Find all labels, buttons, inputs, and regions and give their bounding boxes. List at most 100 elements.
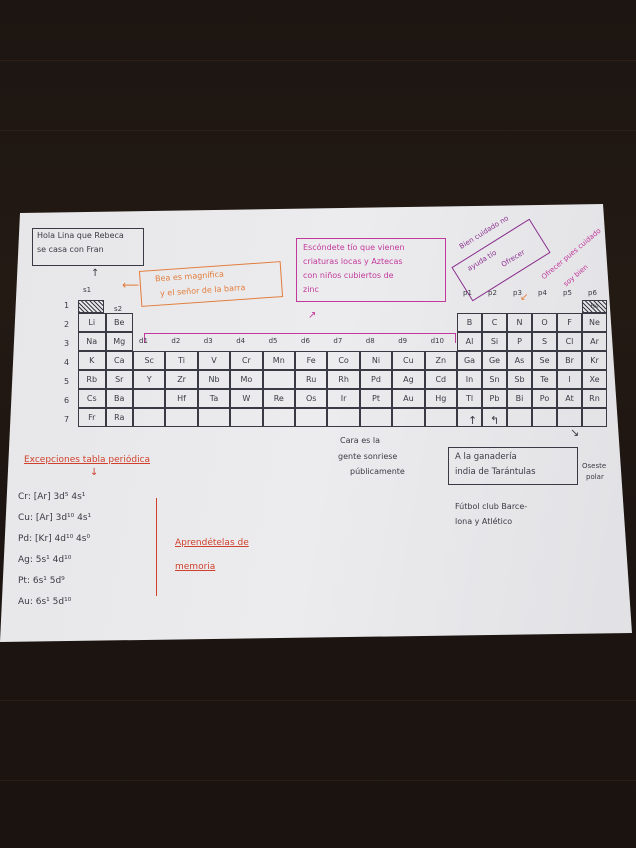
note-lina-line1: Hola Lina que Rebeca <box>37 231 124 240</box>
cell-element: Zn <box>424 351 457 370</box>
arrow-down-right-icon: ↘ <box>570 426 580 439</box>
label-s1: s1 <box>83 286 92 294</box>
d-block-label: d4 <box>236 337 246 345</box>
cell-hydrogen <box>78 300 104 313</box>
cell-element: Ir <box>327 389 360 408</box>
arrow-down-left-icon: ↙ <box>520 292 529 303</box>
cell-empty <box>482 408 507 427</box>
cell-element: S <box>532 332 557 351</box>
cell-element: Ca <box>105 351 133 370</box>
cell-helium: He <box>582 300 607 313</box>
note-ganaderia-line1: A la ganadería <box>455 452 517 462</box>
cell-element: Br <box>557 351 582 370</box>
note-oseste-line2: polar <box>586 473 604 481</box>
exception-item: Ag: 5s¹ 4d¹⁰ <box>18 555 72 565</box>
note-escondete-line1: Escóndete tío que vienen <box>303 243 405 252</box>
note-aprender-line1: Aprendételas de <box>175 538 249 548</box>
cell-element: B <box>457 313 482 332</box>
cell-element <box>262 370 295 389</box>
note-escondete-line3: con niños cubiertos de <box>303 271 394 280</box>
arrow-up-icon: ↑ <box>468 414 478 427</box>
cell-empty <box>532 408 557 427</box>
label-s2: s2 <box>114 305 123 313</box>
cell-empty <box>359 408 393 427</box>
cell-element: Fr <box>78 408 106 427</box>
cell-element: Sb <box>507 370 532 389</box>
cell-empty <box>230 408 263 427</box>
d-block-label: d5 <box>268 337 278 345</box>
cell-element: Sn <box>482 370 507 389</box>
cell-element: I <box>557 370 582 389</box>
cell-element: Y <box>133 370 166 389</box>
cell-element: Te <box>532 370 557 389</box>
cell-element: Rn <box>582 389 607 408</box>
period-number: 7 <box>64 415 70 424</box>
cell-element: At <box>557 389 582 408</box>
cell-empty <box>392 408 425 427</box>
cell-element: Os <box>295 389 328 408</box>
cell-element: N <box>507 313 532 332</box>
note-escondete-line4: zinc <box>303 285 319 294</box>
cell-element: Hg <box>424 389 457 408</box>
cell-element: Ge <box>482 351 507 370</box>
cell-element: V <box>197 351 231 370</box>
p-block-label: p5 <box>563 289 572 297</box>
cell-element: Cu <box>392 351 425 370</box>
cell-element: Zr <box>165 370 198 389</box>
p-block-label: p3 <box>513 289 522 297</box>
note-ganaderia-box <box>448 447 578 485</box>
exceptions-bracket <box>156 498 164 596</box>
cell-empty <box>507 408 532 427</box>
cell-empty <box>262 408 295 427</box>
cell-element: Al <box>457 332 482 351</box>
note-futbol-line1: Fútbol club Barce- <box>455 502 528 511</box>
note-lina-box <box>32 228 144 266</box>
d-block-bracket <box>144 333 456 343</box>
period-number: 6 <box>64 396 70 405</box>
period-number: 4 <box>64 358 70 367</box>
cell-element: Nb <box>197 370 231 389</box>
cell-element: Mo <box>230 370 263 389</box>
exception-item: Cu: [Ar] 3d¹⁰ 4s¹ <box>18 513 92 523</box>
d-block-label: d2 <box>171 337 181 345</box>
arrow-up-icon: ↰ <box>490 414 500 427</box>
cell-empty <box>457 408 482 427</box>
arrow-left-icon: ⟵ <box>122 278 140 292</box>
p-block-label: p1 <box>463 289 472 297</box>
cell-empty <box>557 408 582 427</box>
p-block-label: p2 <box>488 289 497 297</box>
d-block-label: d7 <box>333 337 343 345</box>
cell-element: Ba <box>105 389 133 408</box>
cell-empty <box>133 408 166 427</box>
cell-element: In <box>457 370 482 389</box>
cell-element: Li <box>78 313 106 332</box>
cell-element: Cl <box>557 332 582 351</box>
cell-element: Si <box>482 332 507 351</box>
cell-element: Co <box>327 351 360 370</box>
cell-element: Ne <box>582 313 607 332</box>
note-futbol-line2: lona y Atlético <box>455 517 513 526</box>
cell-empty <box>424 408 457 427</box>
cell-element: Mn <box>262 351 295 370</box>
cell-element: Ag <box>392 370 425 389</box>
cell-element: Ru <box>295 370 328 389</box>
cell-element: Xe <box>582 370 607 389</box>
d-block-label: d6 <box>301 337 310 345</box>
d-block-label: d1 <box>139 337 148 345</box>
cell-element: Fe <box>295 351 328 370</box>
cell-empty <box>197 408 231 427</box>
cell-empty <box>327 408 360 427</box>
cell-element: Bi <box>507 389 532 408</box>
exception-item: Au: 6s¹ 5d¹⁰ <box>18 597 72 607</box>
cell-element: Ta <box>197 389 231 408</box>
cell-element: Pd <box>359 370 393 389</box>
period-number: 5 <box>64 377 70 386</box>
arrow-down-icon: ↓ <box>90 467 99 478</box>
cell-element: Au <box>392 389 425 408</box>
note-cara-line3: públicamente <box>350 467 405 476</box>
period-number: 3 <box>64 339 70 348</box>
note-escondete-line2: criaturas locas y Aztecas <box>303 257 403 266</box>
cell-element: As <box>507 351 532 370</box>
arrow-up-icon: ↗ <box>308 310 317 321</box>
period-number: 1 <box>64 301 70 310</box>
